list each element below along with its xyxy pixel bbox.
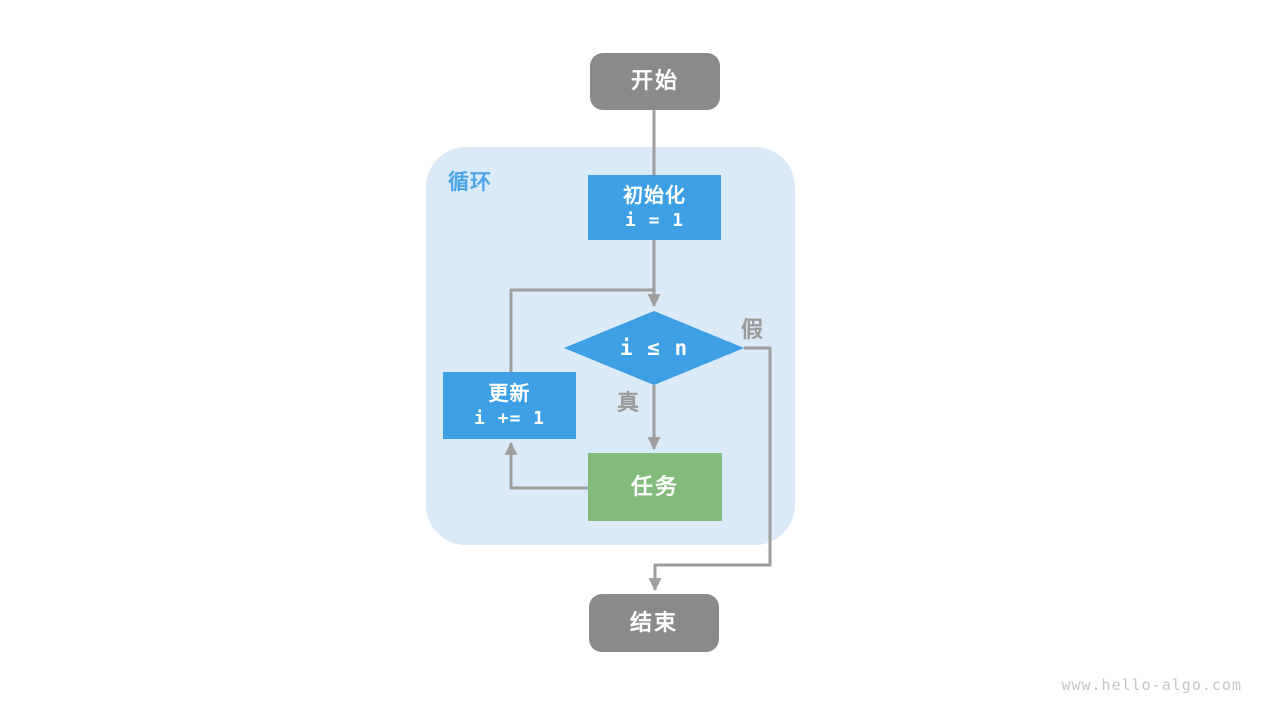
node-initialize-label: 初始化 bbox=[623, 184, 686, 207]
node-initialize-code: i = 1 bbox=[624, 209, 685, 231]
loop-region-label: 循环 bbox=[448, 171, 492, 194]
node-condition-code: i ≤ n bbox=[619, 336, 689, 360]
node-task-label: 任务 bbox=[630, 473, 679, 499]
node-start: 开始 bbox=[590, 53, 720, 110]
node-update: 更新 i += 1 bbox=[443, 372, 576, 439]
node-start-label: 开始 bbox=[630, 68, 679, 94]
edge-label-false: 假 bbox=[741, 317, 764, 342]
node-end: 结束 bbox=[589, 594, 719, 652]
node-task: 任务 bbox=[588, 453, 722, 521]
watermark-text: www.hello-algo.com bbox=[1061, 676, 1242, 694]
node-update-code: i += 1 bbox=[473, 407, 546, 429]
edge-label-true: 真 bbox=[617, 390, 640, 415]
node-update-label: 更新 bbox=[488, 382, 531, 405]
node-end-label: 结束 bbox=[629, 609, 678, 635]
node-initialize: 初始化 i = 1 bbox=[588, 175, 721, 240]
